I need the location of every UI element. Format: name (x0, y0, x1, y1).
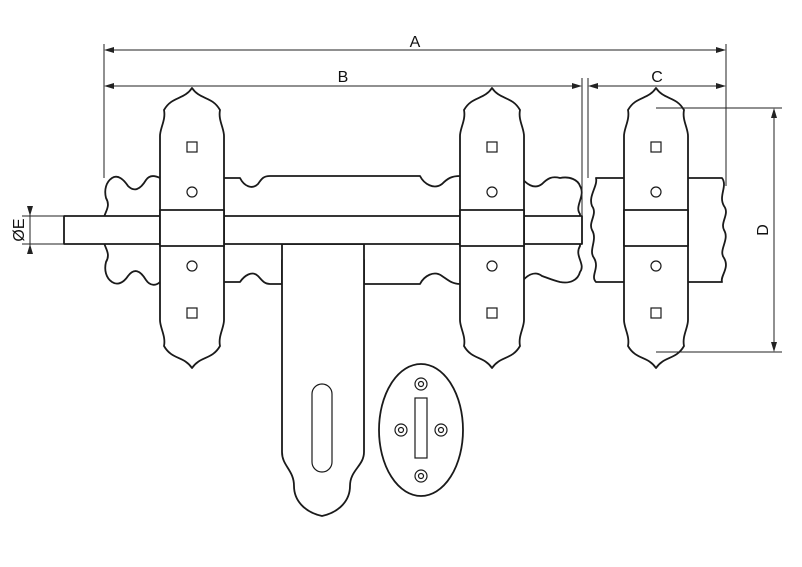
dimension-a-label: A (410, 34, 421, 51)
screw-hole-square (650, 307, 662, 319)
keeper-guide-band (623, 209, 689, 247)
screw-hole-square (186, 141, 198, 153)
left-guide-band (159, 209, 225, 247)
dimension-b: B (104, 69, 583, 216)
screw-hole-round (486, 186, 498, 198)
screw-hole-round (650, 186, 662, 198)
oval-staple-plate (378, 363, 464, 497)
screw-ring (414, 469, 428, 483)
screw-hole-square (650, 141, 662, 153)
dimension-c-label: C (651, 69, 663, 86)
middle-guide-band (459, 209, 525, 247)
dimension-b-label: B (338, 69, 349, 86)
screw-hole-round (186, 186, 198, 198)
screw-hole-round (186, 260, 198, 272)
left-guide-plate (159, 87, 225, 369)
dimension-d: D (656, 107, 782, 353)
screw-ring (394, 423, 408, 437)
dimension-e: ØE (11, 206, 64, 254)
screw-hole-round (650, 260, 662, 272)
middle-guide-plate (459, 87, 525, 369)
keeper-guide-plate (623, 87, 689, 369)
screw-hole-square (186, 307, 198, 319)
screw-hole-round (486, 260, 498, 272)
dimension-d-label: D (755, 224, 772, 236)
dimension-c: C (587, 69, 726, 178)
staple-slot (414, 397, 428, 459)
screw-hole-square (486, 307, 498, 319)
hasp-slot (311, 383, 333, 473)
dimension-e-label: ØE (11, 218, 28, 241)
screw-ring (414, 377, 428, 391)
screw-hole-square (486, 141, 498, 153)
screw-ring (434, 423, 448, 437)
hasp-plate (281, 243, 365, 517)
dimension-a: A (103, 34, 727, 186)
